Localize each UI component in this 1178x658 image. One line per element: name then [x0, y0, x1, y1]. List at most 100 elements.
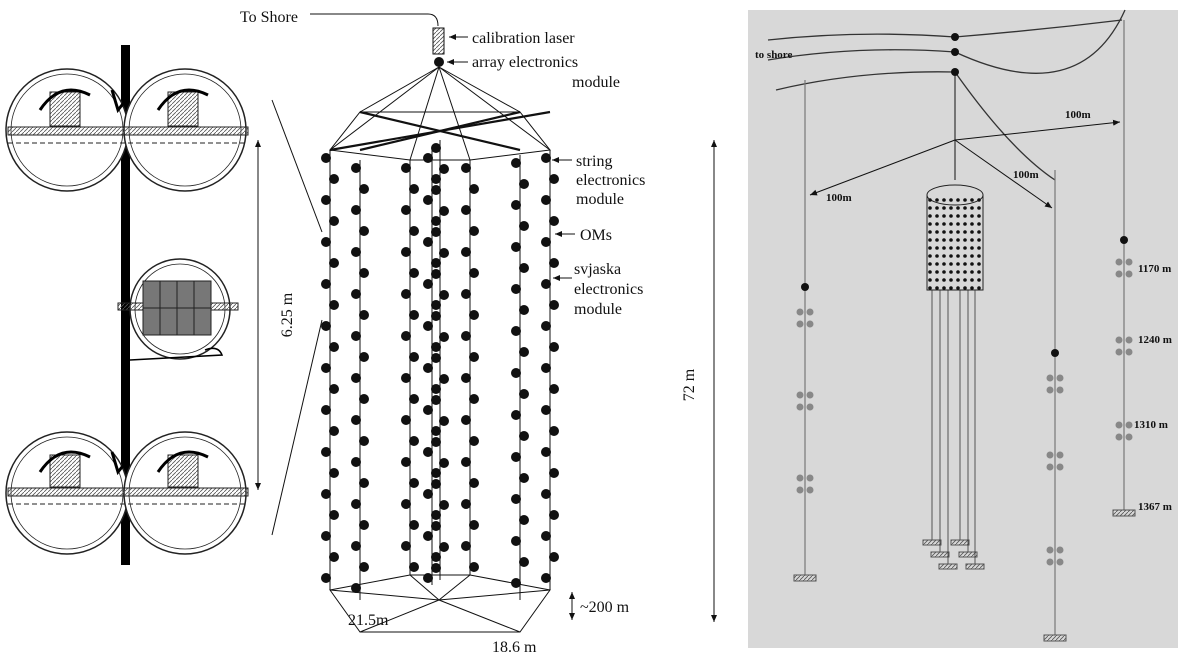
calibration-laser [432, 27, 445, 55]
om-small [970, 254, 974, 258]
om [461, 373, 471, 383]
om-pair-top [5, 68, 249, 192]
om-small [977, 206, 981, 210]
width-inner-label: 21.5m [348, 612, 389, 629]
om-strings [321, 140, 559, 600]
om-small [949, 238, 953, 242]
om [351, 583, 361, 593]
om [329, 426, 339, 436]
om [431, 227, 441, 237]
om [359, 562, 369, 572]
om [351, 331, 361, 341]
om [549, 552, 559, 562]
om-small [928, 214, 932, 218]
om [431, 521, 441, 531]
depth-spacing-label: ~200 m [580, 599, 630, 616]
om [511, 368, 521, 378]
om-small [928, 246, 932, 250]
om [423, 153, 433, 163]
om [431, 563, 441, 573]
om-gray [1115, 348, 1123, 356]
om-gray [806, 391, 814, 399]
om [469, 562, 479, 572]
om [511, 242, 521, 252]
om [409, 184, 419, 194]
om-small [977, 246, 981, 250]
om-small [942, 222, 946, 226]
om-gray [796, 320, 804, 328]
om [329, 510, 339, 520]
om-gray [1056, 386, 1064, 394]
spacing-label: 6.25 m [279, 292, 296, 337]
om-small [942, 270, 946, 274]
om [439, 374, 449, 384]
om [423, 321, 433, 331]
om [511, 158, 521, 168]
right-panel-array-layout: to shore 100m 100m 100m 1170 m 1240 m 13… [748, 9, 1178, 648]
om [329, 216, 339, 226]
om-small [942, 254, 946, 258]
om-small [956, 214, 960, 218]
om [359, 394, 369, 404]
to-shore-label-right: to shore [755, 49, 792, 61]
om [519, 557, 529, 567]
om [431, 384, 441, 394]
om [541, 321, 551, 331]
om [409, 268, 419, 278]
om-small [942, 286, 946, 290]
om [469, 184, 479, 194]
om [359, 520, 369, 530]
om-gray [806, 403, 814, 411]
om [359, 268, 369, 278]
depth-1-label: 1170 m [1138, 263, 1171, 275]
om [541, 237, 551, 247]
om-small [935, 230, 939, 234]
om [401, 373, 411, 383]
om [409, 436, 419, 446]
om [431, 510, 441, 520]
om-small [949, 246, 953, 250]
om-small [977, 214, 981, 218]
om-small [942, 198, 946, 202]
anchor-base [965, 563, 985, 570]
om [423, 447, 433, 457]
om [549, 342, 559, 352]
om [541, 153, 551, 163]
om [401, 247, 411, 257]
string-marker [1120, 236, 1128, 244]
om [329, 300, 339, 310]
om [423, 237, 433, 247]
depth-2-label: 1240 m [1138, 334, 1172, 346]
om-small [977, 230, 981, 234]
om-small [977, 254, 981, 258]
om-small [935, 246, 939, 250]
om-small [963, 230, 967, 234]
om-small [970, 246, 974, 250]
om [511, 578, 521, 588]
om-gray [1046, 546, 1054, 554]
om [469, 268, 479, 278]
om [549, 426, 559, 436]
om [519, 389, 529, 399]
om [511, 494, 521, 504]
om-gray [796, 486, 804, 494]
om-gray [1046, 558, 1054, 566]
om-small [935, 254, 939, 258]
om [541, 195, 551, 205]
om [401, 163, 411, 173]
om-gray [1115, 433, 1123, 441]
om [469, 520, 479, 530]
om [321, 279, 331, 289]
om-gray [1046, 374, 1054, 382]
om [401, 415, 411, 425]
oms-label: OMs [580, 227, 612, 244]
om [431, 552, 441, 562]
om [549, 384, 559, 394]
om-small [949, 198, 953, 202]
om [423, 573, 433, 583]
om-small [970, 238, 974, 242]
om-small [928, 198, 932, 202]
om-gray [1115, 258, 1123, 266]
om [321, 489, 331, 499]
om-gray [1125, 258, 1133, 266]
